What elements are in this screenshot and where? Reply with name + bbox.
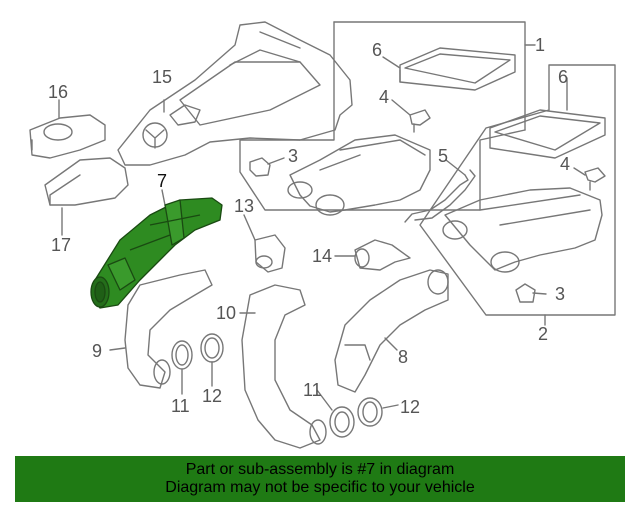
duct-part-14 — [354, 239, 411, 271]
callout-6-lower: 6 — [558, 67, 569, 87]
callout-17: 17 — [51, 235, 72, 255]
engine-cover-part-15 — [117, 21, 353, 166]
callout-5: 5 — [438, 146, 449, 166]
callout-11-left: 11 — [171, 396, 190, 416]
clip-part-3-upper — [249, 157, 271, 177]
callout-6-upper: 6 — [372, 40, 383, 60]
banner-line-2: Diagram may not be specific to your vehi… — [165, 479, 475, 496]
duct-part-8 — [334, 269, 449, 393]
callout-1: 1 — [535, 35, 546, 55]
callout-16: 16 — [48, 82, 69, 102]
callout-15: 15 — [152, 67, 173, 87]
sensor-part-4-upper — [409, 109, 431, 133]
parts-diagram — [29, 21, 616, 449]
part-17 — [44, 157, 129, 206]
frame-group-1 — [333, 21, 526, 131]
callout-3-upper: 3 — [288, 146, 299, 166]
callout-9: 9 — [92, 341, 103, 361]
banner-line-1: Part or sub-assembly is #7 in diagram — [185, 461, 455, 478]
callout-4-upper: 4 — [379, 87, 390, 107]
airbox-lower — [444, 187, 603, 271]
ring-part-11-left — [171, 340, 193, 370]
filter-part-6-lower — [489, 109, 606, 159]
clip-part-3-lower — [515, 283, 536, 303]
airbox-upper — [289, 134, 431, 213]
air-duct-part-7 — [90, 197, 223, 309]
callout-10: 10 — [216, 303, 237, 323]
callout-8: 8 — [398, 347, 409, 367]
sensor-part-4-lower — [584, 167, 606, 191]
callout-3-lower: 3 — [555, 284, 566, 304]
hose-part-5 — [404, 174, 469, 223]
callout-13: 13 — [234, 196, 255, 216]
callout-12-left: 12 — [202, 386, 223, 406]
callout-2: 2 — [538, 324, 549, 344]
callout-14: 14 — [312, 246, 333, 266]
filter-part-6-upper — [399, 47, 516, 91]
callout-11-right: 11 — [303, 380, 322, 400]
hose-part-10 — [241, 284, 321, 449]
clamp-part-12-right — [357, 397, 383, 427]
part-16 — [29, 114, 106, 159]
callout-4-lower: 4 — [560, 154, 571, 174]
ring-part-11-right — [329, 406, 355, 438]
frame-group-2 — [419, 64, 616, 316]
callout-12-right: 12 — [400, 397, 421, 417]
callout-7: 7 — [157, 171, 168, 191]
info-banner: Part or sub-assembly is #7 in diagram Di… — [15, 456, 625, 502]
hose-part-9 — [124, 269, 213, 389]
